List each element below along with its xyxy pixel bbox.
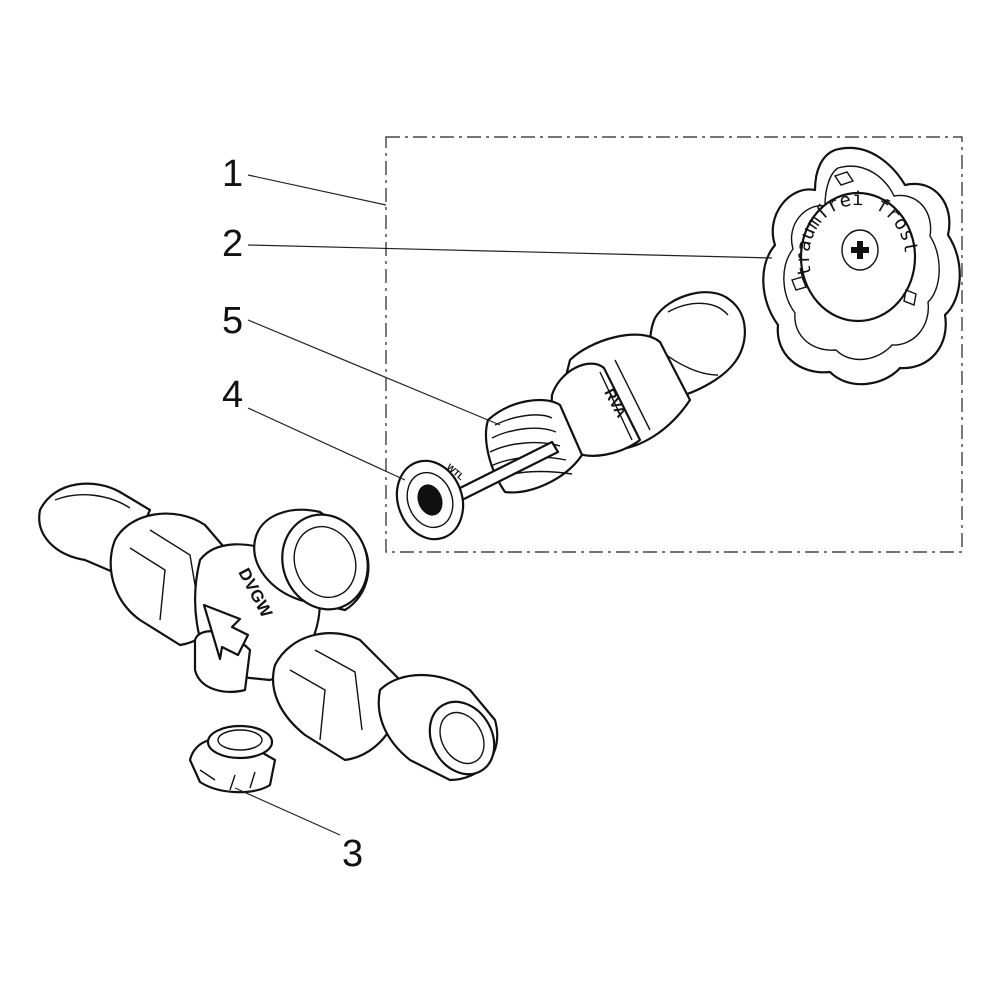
leader-line-3 (234, 787, 341, 836)
valve-body: DVGW (38, 482, 499, 782)
callout-5: 5 (222, 300, 243, 342)
bonnet-spindle: RVA (438, 291, 746, 510)
callout-1: 1 (222, 153, 243, 195)
leader-line-1 (247, 174, 387, 206)
callout-3: 3 (342, 833, 363, 875)
leader-line-5 (247, 319, 501, 426)
seal-washer: WTL (395, 459, 466, 541)
callout-2: 2 (222, 223, 243, 265)
callout-4: 4 (222, 374, 243, 416)
leader-line-4 (247, 407, 406, 481)
assembly-boundary-box (385, 136, 963, 553)
handwheel-knob: traumfrei frost (762, 146, 961, 386)
leader-line-2 (247, 244, 773, 259)
drain-plug (188, 724, 277, 794)
